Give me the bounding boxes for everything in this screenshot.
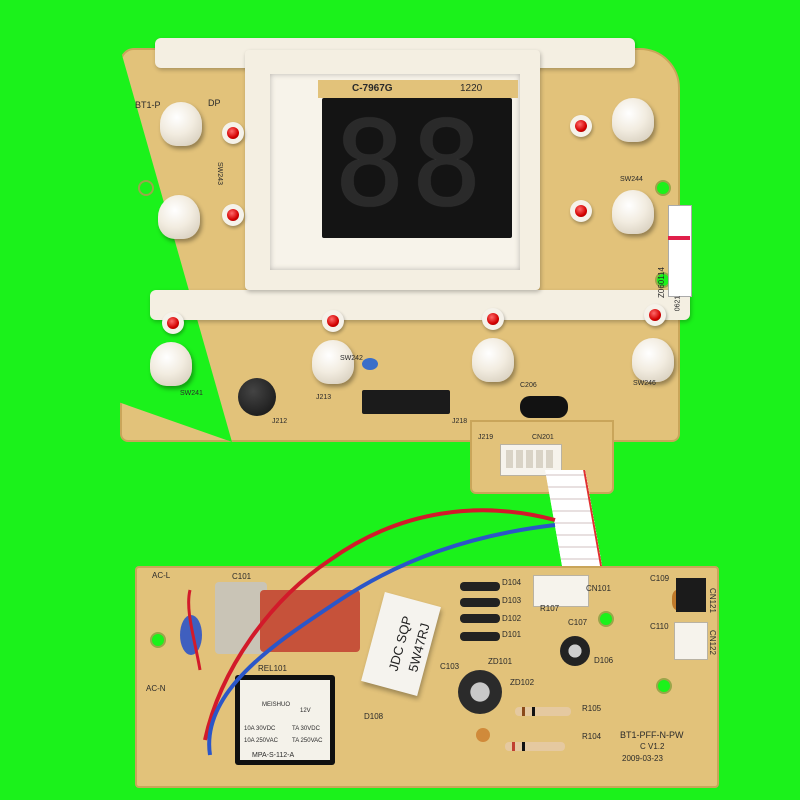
relay-model: MPA-S-112-A bbox=[252, 752, 295, 759]
seven-segment-display: 88 bbox=[322, 98, 512, 238]
silk-acn: AC-N bbox=[146, 684, 166, 693]
display-label-strip bbox=[318, 80, 518, 98]
switch-label: SW244 bbox=[620, 176, 643, 183]
jumper-label: J218 bbox=[452, 418, 468, 425]
electrolytic-capacitor bbox=[560, 636, 590, 666]
board-label: BT1-P bbox=[135, 100, 161, 110]
mounting-hole bbox=[598, 611, 614, 627]
red-led bbox=[570, 115, 592, 137]
relay-label bbox=[240, 680, 330, 760]
push-button[interactable] bbox=[160, 102, 202, 146]
connector-pins bbox=[506, 450, 554, 468]
silk-acl: AC-L bbox=[152, 571, 171, 580]
silk-cn101: CN101 bbox=[586, 584, 611, 593]
resistor-band bbox=[522, 707, 525, 716]
silk-d101: D101 bbox=[502, 630, 522, 639]
cap-label: C206 bbox=[520, 382, 537, 389]
red-led bbox=[222, 204, 244, 226]
switch-label: SW241 bbox=[180, 390, 203, 397]
display-model: C-7967G bbox=[352, 83, 393, 94]
relay-rating-2b: TA 250VAC bbox=[292, 738, 323, 744]
red-led bbox=[644, 304, 666, 326]
board-model-label: BT1-PFF-N-PW bbox=[620, 730, 684, 740]
jumper-label: J212 bbox=[272, 418, 288, 425]
diode bbox=[460, 582, 500, 591]
push-button[interactable] bbox=[612, 98, 654, 142]
buzzer bbox=[238, 378, 276, 416]
silk-rel101: REL101 bbox=[258, 664, 287, 673]
silk-c109: C109 bbox=[650, 574, 670, 583]
silk-r104: R104 bbox=[582, 732, 602, 741]
ic-chip bbox=[362, 390, 450, 414]
mounting-hole bbox=[655, 180, 671, 196]
diode bbox=[460, 598, 500, 607]
display-code: 1220 bbox=[460, 83, 483, 94]
ceramic-capacitor bbox=[362, 358, 378, 370]
resistor-band bbox=[512, 742, 515, 751]
silk-d108: D108 bbox=[364, 712, 384, 721]
film-capacitor bbox=[215, 582, 267, 654]
silk-c103: C103 bbox=[440, 662, 460, 671]
board-connector bbox=[533, 575, 589, 607]
relay-rating-1b: TA 30VDC bbox=[292, 726, 320, 732]
resistor-band bbox=[522, 742, 525, 751]
board-label-suffix: DP bbox=[208, 98, 221, 108]
push-button[interactable] bbox=[312, 340, 354, 384]
push-button[interactable] bbox=[158, 195, 200, 239]
red-led bbox=[322, 310, 344, 332]
relay-rating-1: 10A 30VDC bbox=[244, 726, 276, 732]
switch-label: SW246 bbox=[633, 380, 656, 387]
silk-d103: D103 bbox=[502, 596, 522, 605]
board-version: C V1.2 bbox=[640, 742, 665, 751]
board-connector bbox=[674, 622, 708, 660]
silk-d104: D104 bbox=[502, 578, 522, 587]
red-led bbox=[162, 312, 184, 334]
mounting-hole bbox=[656, 678, 672, 694]
relay-rating-2: 10A 250VAC bbox=[244, 738, 278, 744]
red-led bbox=[570, 200, 592, 222]
silk-r105: R105 bbox=[582, 704, 602, 713]
board-connector bbox=[676, 578, 706, 612]
push-button[interactable] bbox=[472, 338, 514, 382]
display-digits: 88 bbox=[334, 95, 489, 233]
resistor-band bbox=[532, 707, 535, 716]
jumper-label: J219 bbox=[478, 434, 494, 441]
jumper-label: J213 bbox=[316, 394, 332, 401]
electrolytic-capacitor bbox=[458, 670, 502, 714]
diode bbox=[460, 614, 500, 623]
connector-label: CN201 bbox=[532, 434, 554, 441]
relay-brand: MEISHUO bbox=[262, 702, 291, 708]
diode bbox=[460, 632, 500, 641]
resistor bbox=[515, 707, 571, 716]
mounting-hole bbox=[138, 180, 154, 196]
red-led bbox=[482, 308, 504, 330]
red-led bbox=[222, 122, 244, 144]
silk-r107: R107 bbox=[540, 604, 560, 613]
resistor bbox=[505, 742, 565, 751]
mounting-hole bbox=[150, 632, 166, 648]
push-button[interactable] bbox=[632, 338, 674, 382]
silk-d106: D106 bbox=[594, 656, 614, 665]
relay-coil: 12V bbox=[300, 708, 311, 714]
board-date: 2009-03-23 bbox=[622, 754, 663, 763]
electrolytic-capacitor bbox=[520, 396, 568, 418]
silk-zd102: ZD102 bbox=[510, 678, 535, 687]
date-sticker bbox=[668, 205, 692, 297]
ceramic-capacitor bbox=[476, 728, 490, 742]
silk-d102: D102 bbox=[502, 614, 522, 623]
switch-label: SW242 bbox=[340, 355, 363, 362]
sticker-stripe bbox=[668, 236, 690, 240]
silk-c101: C101 bbox=[232, 572, 252, 581]
button-holder-frame bbox=[150, 290, 690, 320]
push-button[interactable] bbox=[150, 342, 192, 386]
silk-c110: C110 bbox=[650, 622, 669, 631]
silk-c107: C107 bbox=[568, 618, 588, 627]
silk-zd101: ZD101 bbox=[488, 657, 513, 666]
push-button[interactable] bbox=[612, 190, 654, 234]
